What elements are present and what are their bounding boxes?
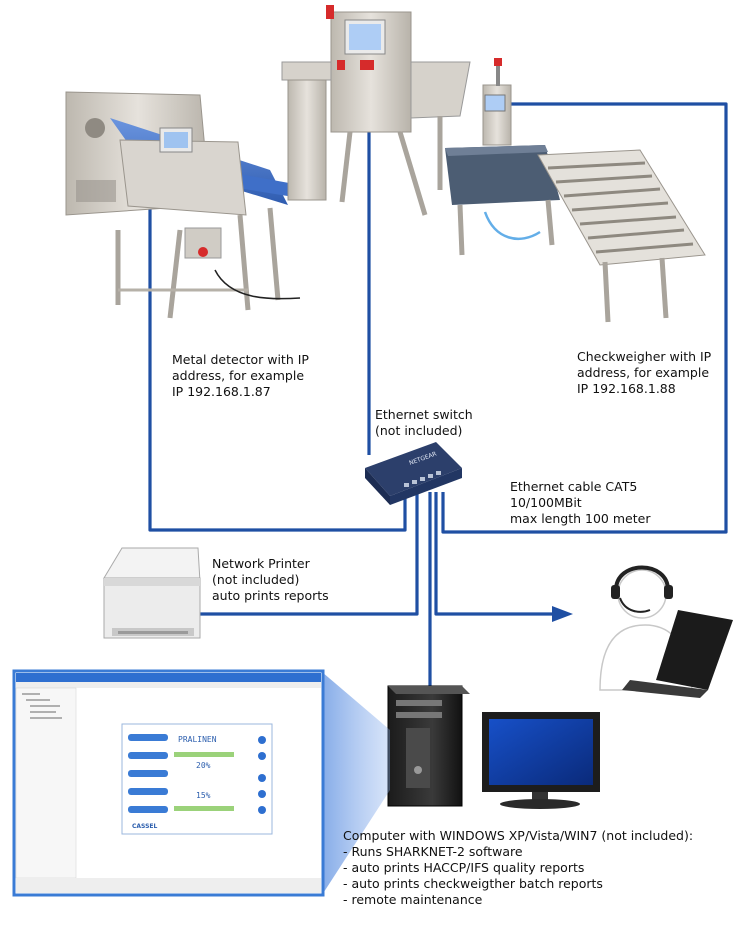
software-brand: CASSEL (132, 823, 158, 830)
software-value-bars (128, 734, 234, 813)
computer-tower (387, 685, 470, 807)
software-value-2: 15% (196, 791, 211, 800)
network-printer (103, 547, 201, 639)
conveyor-rollers (547, 161, 694, 254)
arrow-head-remote (552, 606, 573, 622)
cable-label: Ethernet cable CAT5 10/100MBit max lengt… (510, 479, 651, 526)
cable-metal-detector (148, 190, 407, 532)
printer-label: Network Printer (not included) auto prin… (212, 556, 329, 603)
cable-checkweigher (441, 102, 728, 534)
computer-monitor (482, 712, 600, 809)
software-screenshot: PRALINEN 20% 15% CASSEL (12, 669, 325, 897)
cable-remote (434, 492, 555, 616)
cable-printer (200, 492, 419, 616)
metal-detector-label: Metal detector with IP address, for exam… (172, 352, 309, 399)
switch-label: Ethernet switch (not included) (375, 407, 473, 438)
xray-machine (281, 5, 471, 216)
metal-detector-machine (65, 91, 301, 319)
computer-label: Computer with WINDOWS XP/Vista/WIN7 (not… (343, 828, 694, 907)
ethernet-switch: NETGEAR (365, 442, 462, 505)
ethernet-cables (148, 102, 728, 686)
screen-callout (322, 672, 390, 895)
software-product-label: PRALINEN (178, 735, 217, 744)
checkweigher-label: Checkweigher with IP address, for exampl… (577, 349, 712, 396)
remote-operator (599, 565, 733, 698)
software-value-1: 20% (196, 761, 211, 770)
checkweigher-machine (445, 58, 706, 323)
